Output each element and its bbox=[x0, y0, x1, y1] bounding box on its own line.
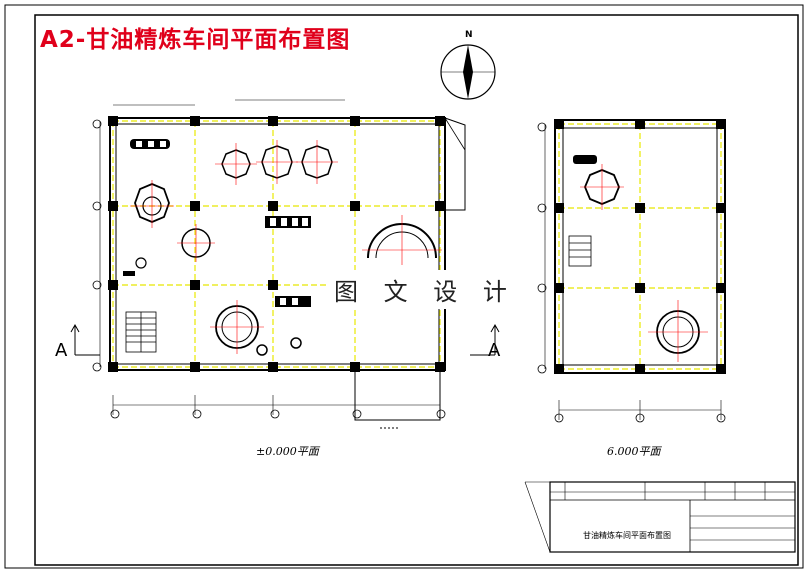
section-mark-left: A bbox=[55, 340, 68, 361]
upper-plan-caption: 6.000平面 bbox=[607, 445, 661, 458]
second-floor-plan bbox=[537, 119, 726, 423]
title-block bbox=[549, 481, 796, 553]
drawing-title: A2-甘油精炼车间平面布置图 bbox=[40, 27, 351, 53]
north-arrow bbox=[440, 44, 496, 100]
ground-plan-caption: ±0.000平面 bbox=[256, 445, 319, 458]
title-block-name: 甘油精炼车间平面布置图 bbox=[583, 531, 671, 540]
ground-floor-plan bbox=[70, 99, 500, 429]
section-mark-right: A bbox=[488, 340, 501, 361]
north-label: N bbox=[465, 30, 473, 40]
watermark: 图 文 设 计 bbox=[328, 270, 522, 309]
